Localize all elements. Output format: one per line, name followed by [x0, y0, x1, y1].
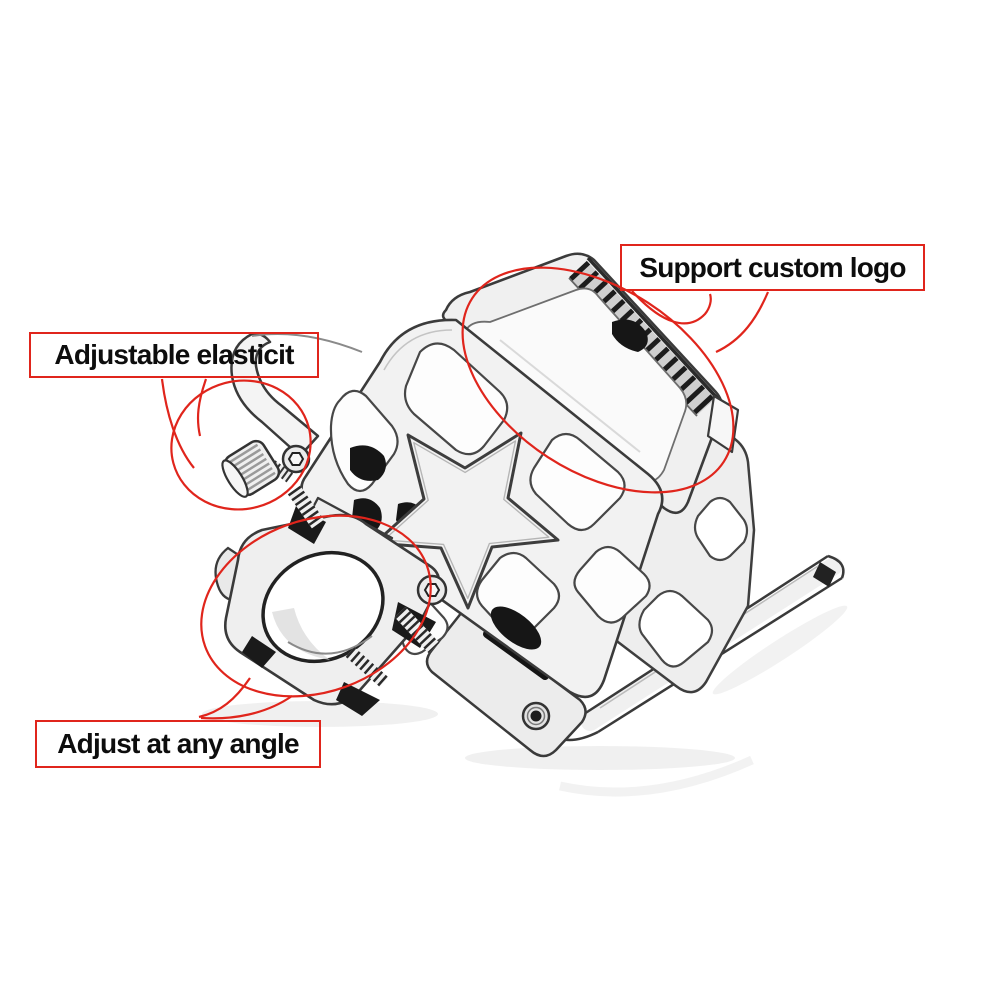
callout-label-support-custom-logo: Support custom logo: [620, 244, 925, 291]
callout-tail-logo: [631, 290, 770, 353]
callout-ellipse-thumb-screw: [170, 379, 312, 511]
callout-ellipse-clamp: [200, 514, 432, 698]
callout-tail-angle: [198, 677, 293, 720]
clamp-hex-screw: [416, 574, 448, 606]
spring-threads: [287, 485, 325, 529]
front-face: [300, 318, 664, 699]
callout-label-adjustable-elasticity: Adjustable elasticit: [29, 332, 319, 378]
callout-tail-elastic: [160, 378, 208, 469]
side-plate: [609, 415, 756, 694]
knurled-knob: [221, 439, 281, 498]
face-hex-screw: [281, 444, 311, 474]
side-plate-cutout: [693, 496, 749, 562]
plate-dark-gap: [612, 319, 648, 352]
callout-label-adjust-at-any-angle: Adjust at any angle: [35, 720, 321, 768]
bracket-screw: [521, 701, 551, 731]
clamp-bore: [261, 550, 385, 664]
callout-label-text: Support custom logo: [639, 251, 906, 283]
spring-arm: [230, 332, 363, 458]
callout-ellipse-logo-panel: [461, 266, 735, 494]
side-plate-cutout: [638, 589, 714, 668]
callout-overlay: [160, 266, 770, 720]
callout-label-text: Adjustable elasticit: [54, 339, 294, 370]
callout-label-text: Adjust at any angle: [57, 728, 299, 759]
top-plate: [441, 252, 740, 515]
star-cutout-web: [373, 431, 560, 610]
